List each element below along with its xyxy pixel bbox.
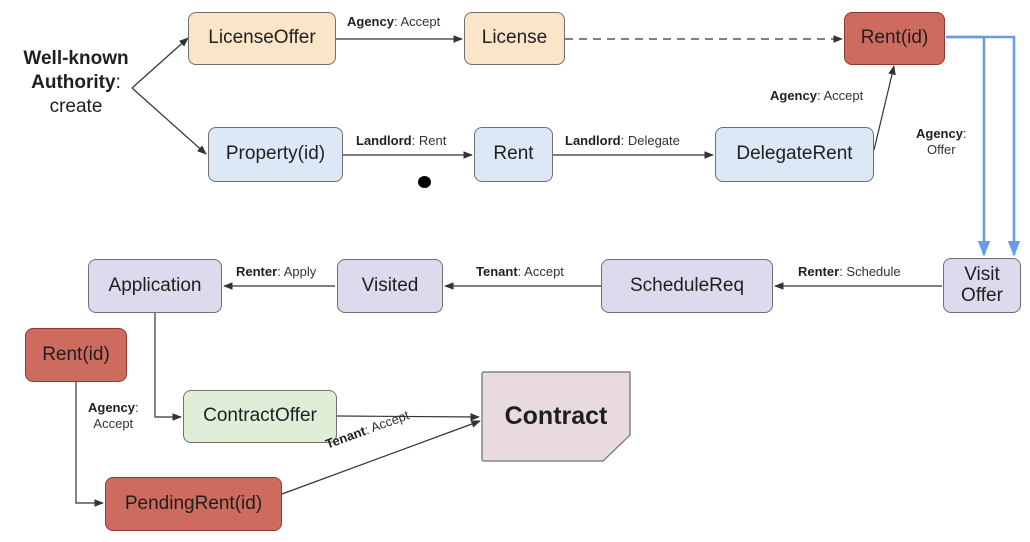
edge-action: Delegate	[627, 133, 680, 148]
node-license-offer[interactable]: LicenseOffer	[188, 12, 336, 65]
edge-action: Rent	[418, 133, 447, 148]
creator-colon: :	[115, 72, 121, 93]
edge-role: Agency	[347, 14, 394, 29]
edge-rentid-visitoffer-b	[946, 35, 1021, 257]
edge-role: Agency	[770, 88, 817, 103]
node-license[interactable]: License	[464, 12, 565, 65]
edge-label-tenant-accept-visit: Tenant: Accept	[476, 264, 564, 279]
edge-action: Accept	[524, 264, 564, 279]
creator-name: Well-known Authority	[23, 48, 129, 93]
node-visited-label: Visited	[361, 274, 419, 296]
edge-label-landlord-rent: Landlord: Rent	[356, 133, 447, 148]
black-dot-mark	[418, 176, 431, 188]
node-visited[interactable]: Visited	[337, 259, 443, 313]
edge-label-renter-schedule: Renter: Schedule	[798, 264, 901, 279]
node-rent-id-top-label: Rent(id)	[860, 27, 929, 49]
edge-role: Agency	[88, 400, 135, 415]
node-contract-offer[interactable]: ContractOffer	[183, 390, 337, 443]
edge-action: Offer	[926, 141, 956, 157]
edge-create-property	[131, 87, 207, 155]
edge-role: Agency	[916, 126, 963, 141]
edge-label-renter-apply: Renter: Apply	[236, 264, 317, 279]
node-license-offer-label: LicenseOffer	[208, 27, 316, 49]
edge-pendingrent-contract	[281, 420, 481, 495]
node-pending-rent-label: PendingRent(id)	[124, 492, 263, 514]
node-pending-rent[interactable]: PendingRent(id)	[105, 477, 282, 531]
node-contract-offer-label: ContractOffer	[203, 405, 317, 427]
node-rent-id-bottom[interactable]: Rent(id)	[25, 328, 127, 382]
edge-action: Schedule	[846, 264, 901, 279]
node-contract[interactable]: Contract	[481, 371, 631, 462]
edge-label-agency-accept-delegate: Agency: Accept	[770, 88, 864, 103]
edge-role: Tenant	[476, 264, 518, 279]
edge-action: Apply	[283, 264, 317, 279]
edge-label-agency-accept-license: Agency: Accept	[347, 14, 441, 29]
node-rent-id-top[interactable]: Rent(id)	[844, 12, 945, 65]
node-schedule-req-label: ScheduleReq	[629, 274, 745, 296]
node-application-label: Application	[108, 274, 202, 296]
edge-label-agency-accept-pending: Agency:Accept	[88, 400, 139, 431]
node-delegate-rent-label: DelegateRent	[736, 143, 853, 165]
edge-rentid-pendingrent	[75, 382, 104, 507]
edge-action: Accept	[400, 14, 441, 29]
edge-role: Landlord	[356, 133, 412, 148]
edge-role: Renter	[798, 264, 840, 279]
node-license-label: License	[481, 27, 548, 49]
node-rent-label: Rent	[493, 143, 534, 165]
well-known-authority-label: Well-known Authority: create	[12, 47, 140, 119]
node-rent[interactable]: Rent	[474, 127, 553, 182]
node-property[interactable]: Property(id)	[208, 127, 343, 182]
edge-label-landlord-delegate: Landlord: Delegate	[565, 133, 680, 148]
node-application[interactable]: Application	[88, 259, 222, 313]
edge-action: Accept	[93, 415, 134, 431]
edge-contractoffer-contract	[336, 413, 480, 421]
edge-delegaterent-rentid	[873, 65, 896, 151]
node-visit-offer[interactable]: Visit Offer	[943, 258, 1021, 313]
node-rent-id-bottom-label: Rent(id)	[42, 343, 110, 365]
edge-action: Accept	[823, 88, 864, 103]
node-contract-shape	[481, 371, 631, 462]
node-schedule-req[interactable]: ScheduleReq	[601, 259, 773, 313]
node-contract-label: Contract	[504, 402, 608, 430]
node-property-label: Property(id)	[225, 143, 326, 165]
edge-role: Landlord	[565, 133, 621, 148]
edge-create-license-offer	[131, 37, 189, 89]
edge-label-agency-offer: Agency:Offer	[916, 126, 967, 157]
node-visit-offer-label: Visit Offer	[961, 263, 1003, 306]
creator-action: create	[49, 96, 103, 117]
edge-application-contractoffer	[154, 313, 182, 421]
edge-role: Renter	[236, 264, 278, 279]
node-delegate-rent[interactable]: DelegateRent	[715, 127, 874, 182]
